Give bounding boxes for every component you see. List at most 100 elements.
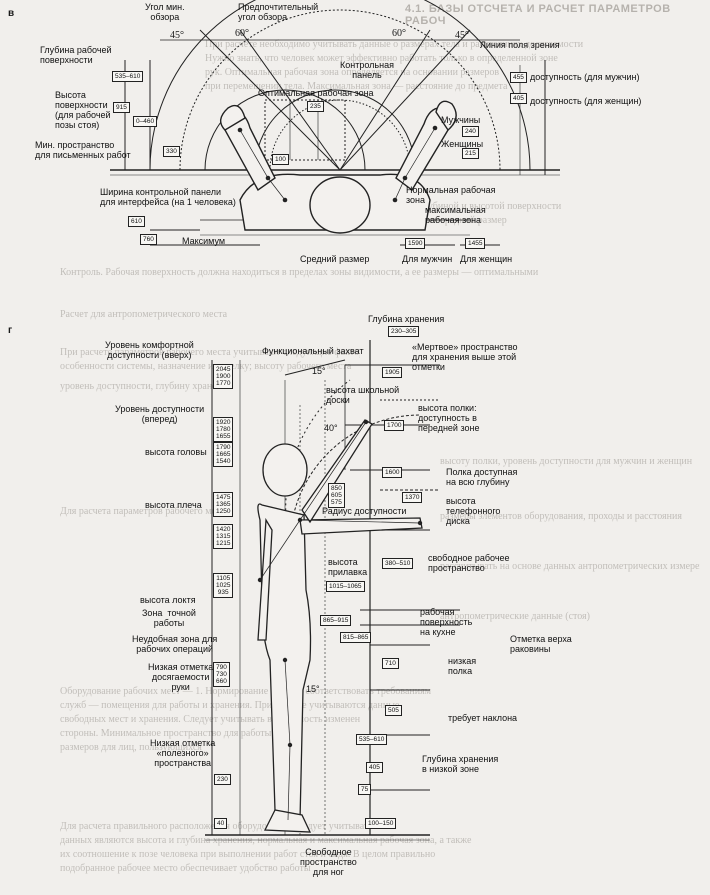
angle-label: 45° bbox=[170, 30, 184, 41]
dimension-box: 710 bbox=[382, 658, 399, 669]
label-shelf-full: Полка доступная на всю глубину bbox=[446, 467, 518, 487]
dimension-box: 1590 bbox=[405, 238, 426, 249]
label-deg15b: 15° bbox=[306, 684, 320, 694]
label-low-reach: Низкая отметка досягаемости руки bbox=[148, 662, 214, 692]
label-control-panel: Контрольная панель bbox=[340, 60, 394, 80]
label-storage-depth: Глубина хранения bbox=[368, 314, 445, 324]
dimension-box: 1015–1065 bbox=[326, 581, 365, 592]
label-dead-space: «Мертвое» пространство для хранения выше… bbox=[412, 342, 518, 372]
bg-line: стороны. Минимальное пространство для ра… bbox=[60, 728, 292, 739]
bg-line: Расчет для антропометрического места bbox=[60, 309, 228, 320]
dimension-box: 1105 1025 935 bbox=[213, 573, 234, 598]
label-optimal-zone: Оптимальная рабочая зона bbox=[258, 88, 374, 98]
label-low-shelf: низкая полка bbox=[448, 656, 477, 676]
dimension-box: 455 bbox=[510, 72, 527, 83]
label-height: Высота поверхности (для рабочей позы сто… bbox=[55, 90, 111, 130]
dimension-box: 0–460 bbox=[133, 116, 158, 127]
dimension-box: 240 bbox=[462, 126, 479, 137]
label-shelf-front: высота полки: доступность в передней зон… bbox=[418, 403, 480, 433]
angle-label: 60° bbox=[235, 28, 249, 39]
dimension-box: 1370 bbox=[402, 492, 423, 503]
bg-line: Для расчета параметров рабочего места не… bbox=[60, 506, 220, 517]
label-board: высота школьной доски bbox=[326, 385, 400, 405]
bg-line: при перемещении тела. Максимальная зона … bbox=[205, 81, 508, 92]
label-fine-zone: Зона точной работы bbox=[142, 608, 196, 628]
section-header: 4.1. БАЗЫ ОТСЧЕТА И РАСЧЕТ ПАРАМЕТРОВ РА… bbox=[405, 3, 671, 27]
label-depth: Глубина рабочей поверхности bbox=[40, 45, 112, 65]
label-elbow: высота локтя bbox=[140, 595, 196, 605]
label-comfort-up: Уровень комфортной доступности (вверх) bbox=[105, 340, 194, 360]
label-min-angle: Угол мин. обзора bbox=[145, 2, 185, 22]
bg-line: их соотношение к позе человека при выпол… bbox=[60, 849, 436, 860]
dimension-box: 850 605 575 bbox=[328, 483, 345, 508]
dimension-box: 915 bbox=[113, 102, 130, 113]
figure-letter-g: г bbox=[8, 325, 13, 336]
label-sink: Отметка верха раковины bbox=[510, 634, 572, 654]
dimension-box: 405 bbox=[366, 762, 383, 773]
bg-line: рассчитывать на основе данных антропомет… bbox=[440, 561, 700, 572]
dimension-box: 1790 1665 1540 bbox=[213, 442, 234, 467]
label-free-space: свободное рабочее пространство bbox=[428, 553, 510, 573]
bg-line: размеров для лиц, пользующихся bbox=[60, 742, 202, 753]
label-low-storage: Глубина хранения в низкой зоне bbox=[422, 754, 499, 774]
label-legs: Свободное пространство для ног bbox=[300, 847, 357, 877]
label-women: Женщины bbox=[441, 139, 484, 149]
label-useful-low: Низкая отметка «полезного» пространства bbox=[150, 738, 216, 768]
dimension-box: 1455 bbox=[465, 238, 486, 249]
bg-line: служб — помещения для работы и хранения.… bbox=[60, 700, 400, 711]
label-bend: требует наклона bbox=[448, 713, 518, 723]
label-reach-forward: Уровень доступности (вперед) bbox=[115, 404, 205, 424]
dimension-box: 215 bbox=[462, 148, 479, 159]
bg-line: данных являются высота и глубина хранени… bbox=[60, 835, 472, 846]
bg-line: Нужно знать, что человек может эффективн… bbox=[205, 53, 558, 64]
label-phone: высота телефонного диска bbox=[446, 496, 501, 526]
dimension-box: 1920 1780 1655 bbox=[213, 417, 234, 442]
bg-line: свободных мест и хранения. Следует учиты… bbox=[60, 714, 360, 725]
dimension-box: 235 bbox=[307, 101, 324, 112]
dimension-box: 535–610 bbox=[112, 71, 144, 82]
bg-line: уровень доступности, глубину хранения bbox=[60, 381, 232, 392]
dimension-box: 505 bbox=[385, 705, 402, 716]
label-for-women: Для женщин bbox=[460, 254, 513, 264]
angle-label: 60° bbox=[392, 28, 406, 39]
dimension-box: 380–510 bbox=[382, 558, 414, 569]
label-avg-size: Средний размер bbox=[300, 254, 370, 264]
dimension-box: 230–305 bbox=[388, 326, 420, 337]
dimension-box: 100–150 bbox=[365, 818, 397, 829]
label-max-zone: максимальная рабочая зона bbox=[425, 205, 486, 225]
bg-line: подобранное рабочее место обеспечивает у… bbox=[60, 863, 311, 874]
label-min-space: Мин. пространство для письменных работ bbox=[35, 140, 131, 160]
label-reach-women: доступность (для женщин) bbox=[530, 96, 642, 106]
bg-line: Оборудование рабочих мест — 1. Нормирова… bbox=[60, 686, 432, 697]
figure-letter-v: в bbox=[8, 8, 15, 19]
bg-line: рук. Оптимальная рабочая зона определяет… bbox=[205, 67, 500, 78]
bg-line: особенности системы, назначение и отделк… bbox=[60, 361, 352, 372]
dimension-box: 2045 1900 1770 bbox=[213, 364, 234, 389]
label-counter: высота прилавка bbox=[328, 557, 368, 577]
label-pref-angle: Предпочтительный угол обзора bbox=[238, 2, 319, 22]
bg-line: При расчете необходимо учитывать данные … bbox=[205, 39, 584, 50]
label-panel-width: Ширина контрольной панели для интерфейса… bbox=[100, 187, 236, 207]
dimension-box: 815–865 bbox=[340, 632, 372, 643]
dimension-box: 75 bbox=[358, 784, 372, 795]
label-awkward: Неудобная зона для рабочих операций bbox=[132, 634, 218, 654]
dimension-box: 330 bbox=[163, 146, 180, 157]
dimension-box: 1475 1365 1250 bbox=[213, 492, 234, 517]
label-head: высота головы bbox=[145, 447, 207, 457]
dimension-box: 405 bbox=[510, 93, 527, 104]
label-func-grip: Функциональный захват bbox=[262, 346, 364, 356]
bg-line: Контроль. Рабочая поверхность должна нах… bbox=[60, 267, 539, 278]
dimension-box: 865–915 bbox=[320, 615, 352, 626]
bg-line: размеры элементов оборудования, проходы … bbox=[440, 511, 682, 522]
label-for-men: Для мужчин bbox=[402, 254, 453, 264]
dimension-box: 230 bbox=[214, 774, 231, 785]
dimension-box: 100 bbox=[272, 154, 289, 165]
angle-label: 45° bbox=[455, 30, 469, 41]
dimension-box: 760 bbox=[140, 234, 157, 245]
dimension-box: 40 bbox=[214, 818, 228, 829]
label-maximum: Максимум bbox=[182, 236, 226, 246]
dimension-box: 1905 bbox=[382, 367, 403, 378]
bg-line: При расчете параметров рабочего места уч… bbox=[60, 347, 360, 358]
